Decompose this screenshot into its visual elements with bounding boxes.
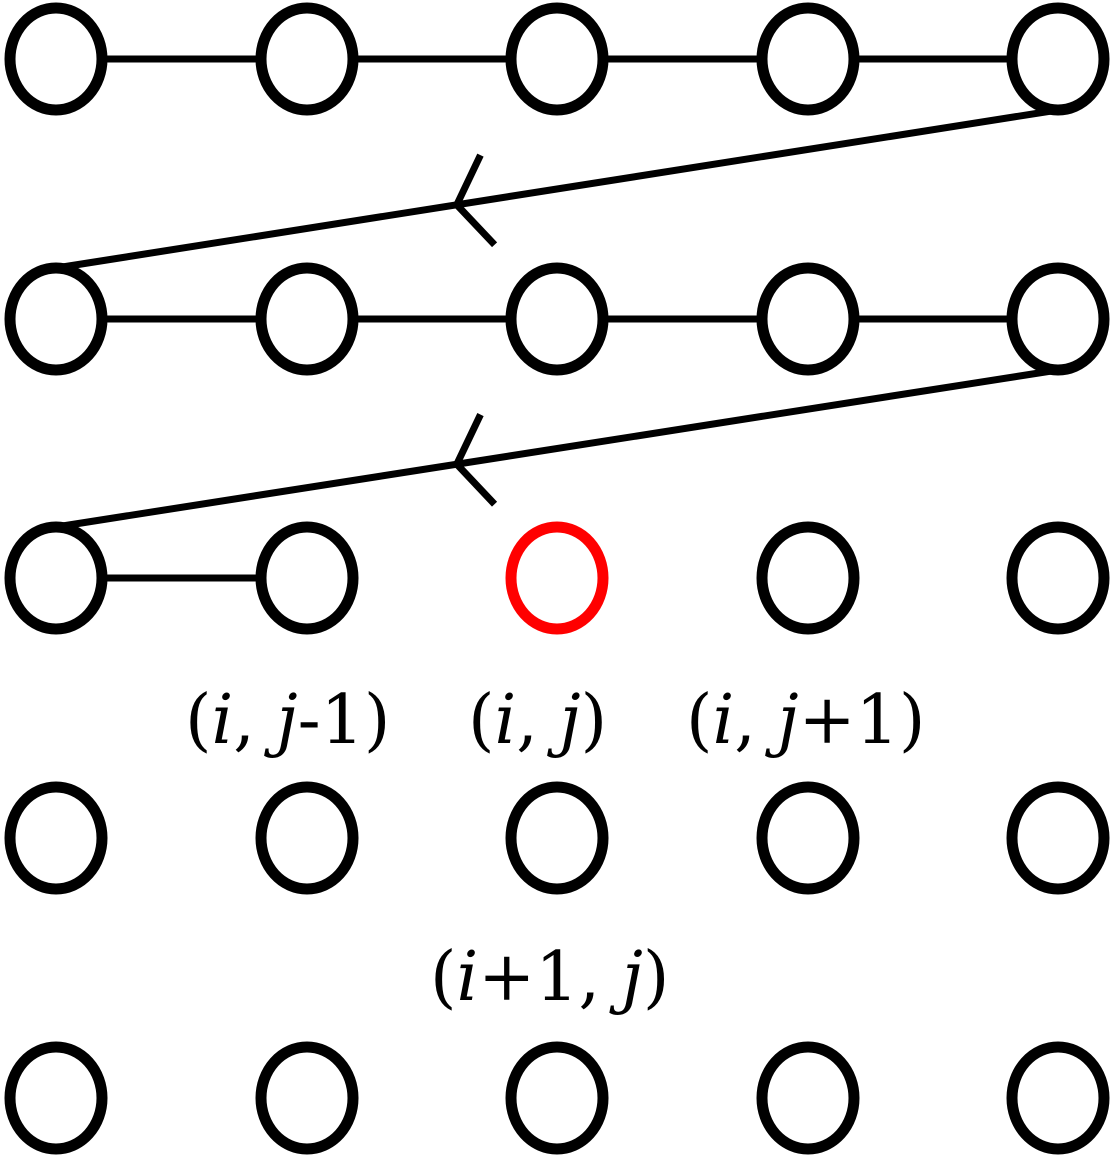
label-left-neighbor: (i, j-1) [185, 681, 390, 760]
pixel-node [4, 2, 108, 116]
pixel-node [255, 2, 359, 116]
scan-path [55, 55, 1059, 582]
pixel-node [255, 262, 359, 376]
pixel-node [756, 521, 860, 635]
pixel-node [4, 1041, 108, 1155]
pixel-node [1006, 2, 1110, 116]
pixel-node [756, 2, 860, 116]
pixel-node [1006, 781, 1110, 895]
pixel-node [505, 781, 609, 895]
pixel-node [756, 262, 860, 376]
pixel-node [756, 781, 860, 895]
arrow-left-icon [452, 153, 498, 248]
pixel-node [505, 262, 609, 376]
pixel-node [1006, 262, 1110, 376]
label-current-node: (i, j) [468, 681, 607, 760]
pixel-node [505, 1041, 609, 1155]
row-return-line [55, 366, 1059, 531]
pixel-node [4, 521, 108, 635]
current-pixel-node [505, 521, 609, 635]
pixel-node [4, 781, 108, 895]
pixel-grid [4, 2, 1110, 1155]
pixel-node [255, 781, 359, 895]
pixel-node [1006, 1041, 1110, 1155]
arrow-left-icon [452, 413, 498, 507]
label-right-neighbor: (i, j+1) [686, 681, 925, 760]
pixel-node [255, 1041, 359, 1155]
pixel-node [4, 262, 108, 376]
pixel-node [756, 1041, 860, 1155]
row-return-line [55, 106, 1059, 272]
pixel-node [505, 2, 609, 116]
label-below-neighbor: (i+1, j) [430, 938, 669, 1017]
pixel-node [1006, 521, 1110, 635]
pixel-node [255, 521, 359, 635]
